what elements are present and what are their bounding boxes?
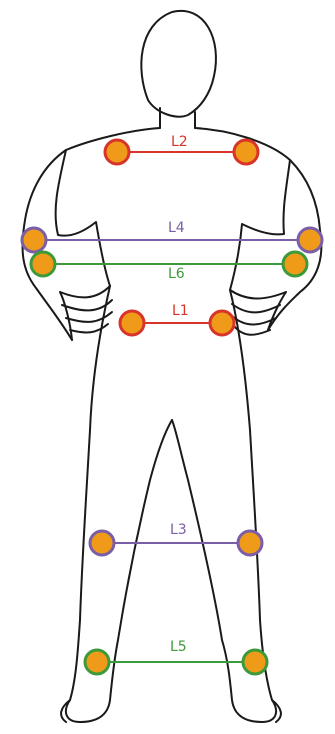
marker-l6-right: [283, 252, 307, 276]
label-l2: L2: [171, 134, 188, 150]
marker-l4-right: [298, 228, 322, 252]
marker-l4-left: [22, 228, 46, 252]
marker-l1-left: [120, 311, 144, 335]
marker-l1-right: [210, 311, 234, 335]
head-outline: [141, 11, 216, 117]
label-l1: L1: [172, 303, 189, 319]
neck-outline: [160, 108, 195, 128]
body-outline: [23, 11, 322, 722]
waist-outline: [90, 286, 250, 430]
marker-l2-right: [234, 140, 258, 164]
label-l4: L4: [168, 220, 185, 236]
marker-l5-right: [243, 650, 267, 674]
right-leg-outline: [172, 420, 276, 722]
marker-l2-left: [105, 140, 129, 164]
label-l6: L6: [168, 266, 185, 282]
marker-l6-left: [31, 252, 55, 276]
marker-l3-right: [238, 531, 262, 555]
label-l3: L3: [170, 522, 187, 538]
marker-l3-left: [90, 531, 114, 555]
label-l5: L5: [170, 639, 187, 655]
feet-outline: [61, 700, 281, 722]
left-leg-outline: [66, 420, 172, 722]
marker-l5-left: [85, 650, 109, 674]
right-arm-inner: [230, 160, 290, 290]
left-arm-inner: [56, 150, 110, 286]
